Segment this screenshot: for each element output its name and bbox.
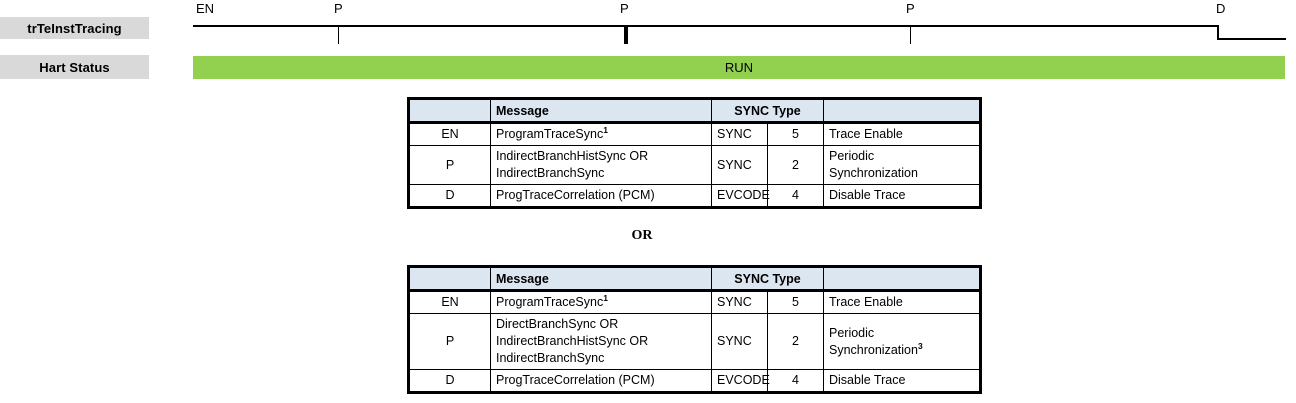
table-header: Message SYNC Type xyxy=(408,266,981,292)
cell-tag: EN xyxy=(408,122,491,146)
waveform-low-segment xyxy=(1217,38,1286,40)
cell-message: ProgramTraceSync1 xyxy=(490,122,712,146)
header-sync-type: SYNC Type xyxy=(711,266,824,292)
table-header-row: Message SYNC Type xyxy=(408,98,981,124)
cell-sync: EVCODE xyxy=(711,369,770,393)
cell-sync: SYNC xyxy=(711,290,768,314)
table-header: Message SYNC Type xyxy=(408,98,981,124)
header-tag xyxy=(408,98,491,124)
cell-description: Trace Enable xyxy=(823,290,981,314)
header-description xyxy=(823,98,981,124)
cell-description: Trace Enable xyxy=(823,122,981,146)
cell-sync-value: 5 xyxy=(767,290,824,314)
cell-sync: SYNC xyxy=(711,145,768,185)
signal-label-text: Hart Status xyxy=(39,59,110,75)
signal-label-hart-status: Hart Status xyxy=(0,55,149,79)
cell-tag: D xyxy=(408,184,491,208)
header-message: Message xyxy=(490,98,712,124)
table-header-row: Message SYNC Type xyxy=(408,266,981,292)
timing-marker-p1: P xyxy=(334,1,343,16)
cell-description: Disable Trace xyxy=(823,184,981,208)
cell-tag: P xyxy=(408,313,491,370)
timing-tick-p2 xyxy=(624,26,628,44)
hart-status-run-bar: RUN xyxy=(193,56,1285,79)
timing-marker-p2: P xyxy=(620,1,629,16)
signal-label-text: trTeInstTracing xyxy=(27,20,122,36)
timing-marker-d: D xyxy=(1216,1,1226,16)
timing-tick-p3 xyxy=(910,26,911,44)
header-message: Message xyxy=(490,266,712,292)
cell-sync-value: 2 xyxy=(767,145,824,185)
waveform-high-segment xyxy=(193,25,1219,27)
timing-diagram: EN P P P D xyxy=(0,0,1296,84)
header-sync-type: SYNC Type xyxy=(711,98,824,124)
cell-tag: EN xyxy=(408,290,491,314)
cell-sync: EVCODE xyxy=(711,184,770,208)
cell-description: Disable Trace xyxy=(823,369,981,393)
cell-message: ProgTraceCorrelation (PCM) xyxy=(490,369,712,393)
timing-tick-p1 xyxy=(338,26,339,44)
cell-sync-value: 5 xyxy=(767,122,824,146)
footnote-marker: 3 xyxy=(917,340,923,351)
cell-sync-value: 4 xyxy=(767,184,824,208)
cell-sync: SYNC xyxy=(711,313,768,370)
header-description xyxy=(823,266,981,292)
cell-tag: P xyxy=(408,145,491,185)
cell-message: ProgramTraceSync1 xyxy=(490,290,712,314)
cell-message: ProgTraceCorrelation (PCM) xyxy=(490,184,712,208)
or-separator-label: OR xyxy=(631,228,653,243)
hart-status-state-label: RUN xyxy=(724,60,754,75)
footnote-marker: 1 xyxy=(603,124,608,135)
cell-sync-value: 2 xyxy=(767,313,824,370)
header-tag xyxy=(408,266,491,292)
cell-sync-value: 4 xyxy=(767,369,824,393)
cell-tag: D xyxy=(408,369,491,393)
timing-marker-p3: P xyxy=(906,1,915,16)
footnote-marker: 1 xyxy=(603,292,608,303)
waveform-falling-edge xyxy=(1217,25,1219,40)
cell-sync: SYNC xyxy=(711,122,768,146)
timing-marker-en: EN xyxy=(196,1,215,16)
signal-label-trteinsttracing: trTeInstTracing xyxy=(0,17,149,39)
